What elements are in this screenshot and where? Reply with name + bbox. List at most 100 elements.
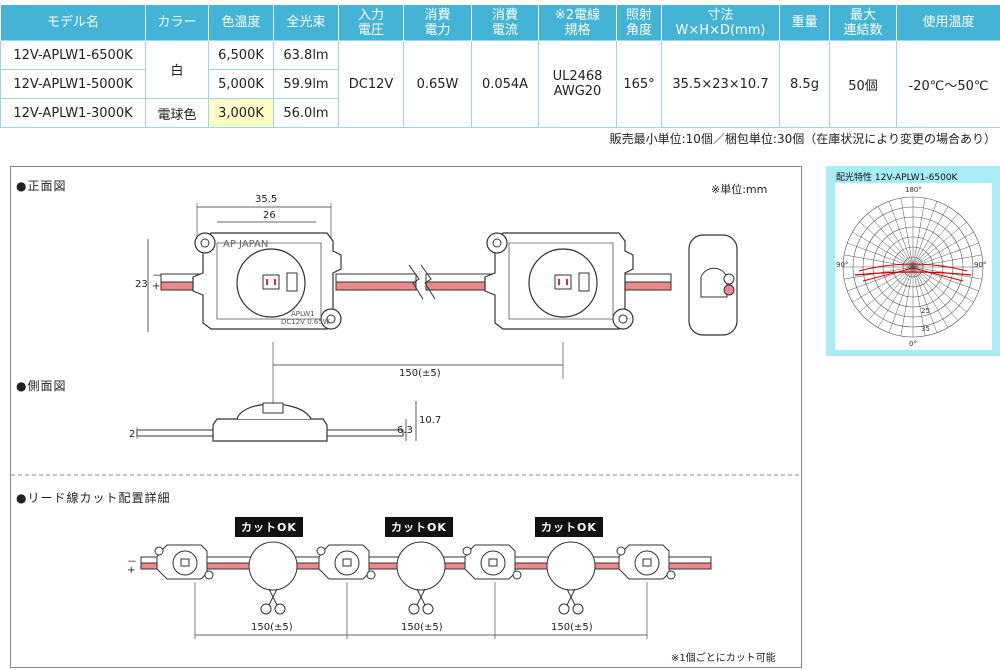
column-header: 最大連結数 (829, 5, 897, 41)
polar-spoke (912, 242, 979, 268)
polar-label-left: 90° (836, 261, 849, 269)
polar-spoke (912, 198, 926, 268)
header-line1: 使用温度 (922, 15, 975, 30)
polar-spoke (912, 221, 967, 268)
model-cell: 12V-APLW1-3000K (0, 98, 146, 128)
polar-curve (854, 271, 972, 276)
header-line2: 角度 (625, 22, 652, 38)
dim-26: 26 (263, 210, 276, 221)
polar-spoke (877, 266, 914, 328)
polar-label-bottom: 0° (909, 340, 917, 348)
polar-spoke (844, 254, 914, 268)
column-header: カラー (145, 5, 209, 41)
polar-spoke (912, 201, 938, 268)
polar-label-35: 35 (921, 325, 930, 333)
header-line1: 全光束 (286, 15, 326, 30)
column-header: 重量 (779, 5, 830, 41)
max-link-cell: 50個 (829, 40, 897, 128)
plus-sign: + (127, 565, 136, 576)
polar-svg (842, 196, 984, 338)
model-cell: 12V-APLW1-5000K (0, 69, 146, 99)
header-line2: 電流 (491, 22, 518, 38)
header-line2: 電圧 (357, 22, 384, 38)
power-cell: 0.65W (403, 40, 472, 128)
header-line1: ※2電線 (554, 7, 601, 23)
lumen-cell: 59.9lm (273, 69, 339, 99)
polar-label-top: 180° (905, 186, 922, 194)
column-header: 消費電流 (471, 5, 539, 41)
column-header: モデル名 (0, 5, 146, 41)
minus-sign: － (152, 271, 162, 282)
sales-note: 販売最小単位:10個／梱包単位:30個（在庫状況により変更の場合あり） (609, 132, 996, 146)
module-label: APLW1 (291, 310, 315, 318)
voltage-cell: DC12V (338, 40, 404, 128)
polar-spoke (912, 213, 959, 268)
polar-spoke (847, 242, 914, 268)
polar-spoke (867, 213, 914, 268)
color-cell: 白 (145, 40, 209, 99)
temp-cell: 5,000K (208, 69, 274, 99)
polar-curve (862, 267, 964, 282)
dim-150: 150(±5) (399, 368, 441, 379)
temp-cell: 6,500K (208, 40, 274, 70)
polar-spoke (877, 206, 914, 268)
header-line1: モデル名 (46, 15, 99, 30)
header-line1: 照射 (625, 7, 652, 23)
column-header: 色温度 (208, 5, 274, 41)
temp-range-cell: -20℃～50℃ (896, 40, 1000, 128)
column-header: 照射角度 (616, 5, 662, 41)
polar-spoke (859, 266, 914, 313)
polar-spoke (867, 266, 914, 321)
angle-cell: 165° (616, 40, 662, 128)
current-cell: 0.054A (471, 40, 539, 128)
column-header: 使用温度 (896, 5, 1000, 41)
header-line1: 入力 (357, 7, 384, 23)
polar-title: 配光特性 12V-APLW1-6500K (836, 173, 958, 183)
logo-text: AP JAPAN (223, 239, 269, 250)
header-line2: 電力 (424, 22, 451, 38)
header-line1: カラー (157, 15, 197, 30)
header-line1: 消費 (424, 7, 451, 23)
front-view-title: ●正面図 (16, 179, 67, 193)
lumen-cell: 63.8lm (273, 40, 339, 70)
dim-150: 150(±5) (251, 622, 293, 633)
side-view-title: ●側面図 (16, 379, 67, 393)
polar-label-right: 90° (974, 261, 987, 269)
polar-spoke (852, 231, 914, 268)
polar-panel: 配光特性 12V-APLW1-6500K 180° 90° 90° 0° 25 … (826, 166, 1000, 356)
polar-spoke (888, 266, 914, 333)
header-line1: 消費 (491, 7, 518, 23)
dim-23: 23 (135, 279, 148, 290)
header-line2: 規格 (564, 22, 591, 38)
model-cell: 12V-APLW1-6500K (0, 40, 146, 70)
polar-spoke (912, 266, 926, 336)
polar-spoke (912, 266, 967, 313)
polar-spoke (912, 266, 949, 328)
header-line1: 重量 (791, 15, 818, 30)
header-line1: 寸法 (707, 7, 734, 23)
size-cell: 35.5×23×10.7 (661, 40, 780, 128)
polar-curve (858, 263, 968, 272)
minus-sign: － (127, 557, 137, 568)
polar-label-25: 25 (921, 307, 930, 315)
footnote: ※1個ごとにカット可能 (671, 653, 776, 664)
dim-35-5: 35.5 (255, 194, 278, 205)
polar-spoke (912, 231, 974, 268)
header-line1: 最大 (849, 7, 876, 23)
polar-spoke (912, 254, 982, 268)
wire-line2: AWG20 (553, 84, 602, 99)
header-line1: 色温度 (221, 15, 261, 30)
polar-spoke (912, 266, 959, 321)
table-row: 12V-APLW1-3000K 電球色 3,000K 56.0lm (0, 98, 1000, 128)
polar-spoke (912, 266, 938, 333)
polar-spoke (912, 266, 974, 303)
weight-cell: 8.5g (779, 40, 830, 128)
dim-6-3: 6.3 (397, 425, 413, 436)
header-line2: W×H×D(mm) (675, 22, 766, 38)
header-line2: 連結数 (843, 22, 883, 38)
column-header: 入力電圧 (338, 5, 404, 41)
wire-line1: UL2468 (552, 69, 603, 84)
dim-10-7: 10.7 (419, 415, 442, 426)
